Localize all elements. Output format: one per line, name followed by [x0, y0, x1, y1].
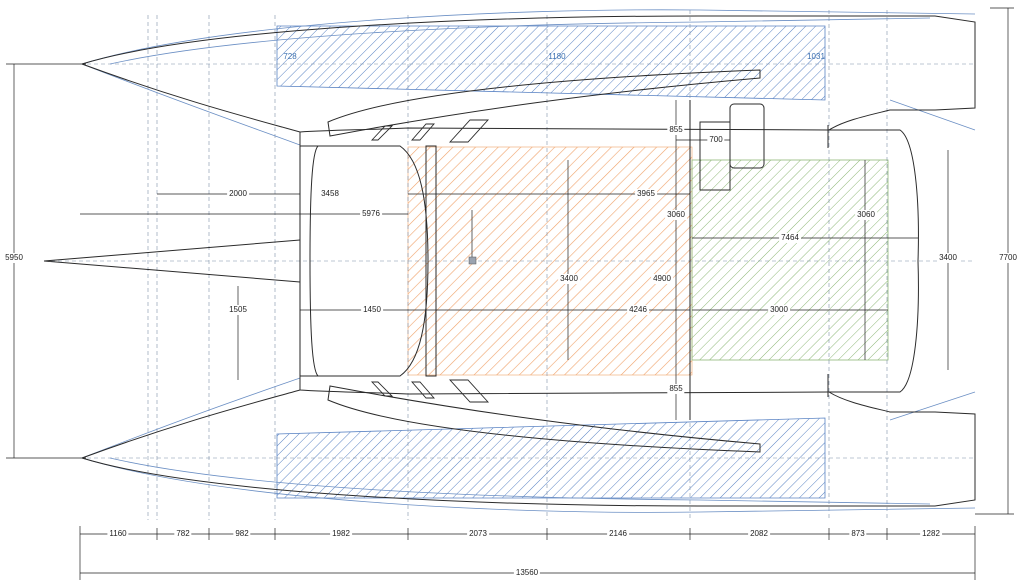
dim-3965: 3965: [635, 189, 657, 199]
dim-7464: 7464: [779, 233, 801, 243]
upper-hull-storage-zone: [276, 25, 826, 101]
station-lines: [44, 10, 975, 520]
hull-outlines: [43, 15, 976, 507]
dim-855-upper: 855: [667, 125, 685, 135]
dim-3000: 3000: [768, 305, 790, 315]
upper-hull-outline: [81, 15, 976, 133]
dimension-ticks: [6, 7, 1014, 540]
dim-bottom-4: 1982: [330, 529, 352, 539]
dim-bottom-6: 2146: [607, 529, 629, 539]
dim-hull-1180: 1180: [548, 52, 566, 61]
dim-3458: 3458: [319, 189, 341, 199]
dim-4246: 4246: [627, 305, 649, 315]
dim-855-lower: 855: [667, 384, 685, 394]
windscreen-frame: [309, 145, 429, 377]
dim-2000: 2000: [227, 189, 249, 199]
forward-windows: [370, 119, 490, 403]
dim-right-beam: 7700: [997, 253, 1019, 263]
dim-overall-length: 13560: [513, 568, 541, 578]
lower-hull-outline: [81, 389, 976, 507]
dim-bottom-9: 1282: [920, 529, 942, 539]
cabin-top-upper: [327, 69, 761, 137]
dim-left-beam: 5950: [3, 253, 25, 263]
dim-hull-1031: 1031: [807, 52, 825, 61]
dim-bottom-7: 2082: [748, 529, 770, 539]
dim-bottom-8: 873: [849, 529, 867, 539]
dim-1450: 1450: [361, 305, 383, 315]
dim-hull-728: 728: [283, 52, 297, 61]
dim-5976: 5976: [360, 209, 382, 219]
dim-700: 700: [707, 135, 725, 145]
dim-3060-a: 3060: [665, 210, 687, 220]
outer-construction-outline: [81, 9, 976, 513]
dim-1505: 1505: [227, 305, 249, 315]
dim-3400: 3400: [558, 274, 580, 284]
reference-marker: [468, 256, 477, 265]
cabin-top-lower: [327, 385, 761, 453]
saloon-zone: [691, 159, 889, 361]
dim-bottom-1: 1160: [107, 529, 129, 539]
dim-3060-b: 3060: [855, 210, 877, 220]
dim-right-inner: 3400: [937, 253, 959, 263]
dim-bottom-2: 782: [174, 529, 192, 539]
hatched-zones: [276, 25, 889, 499]
dim-4900: 4900: [651, 274, 673, 284]
dim-bottom-5: 2073: [467, 529, 489, 539]
forward-beam-outline: [43, 239, 301, 283]
dim-bottom-3: 982: [233, 529, 251, 539]
